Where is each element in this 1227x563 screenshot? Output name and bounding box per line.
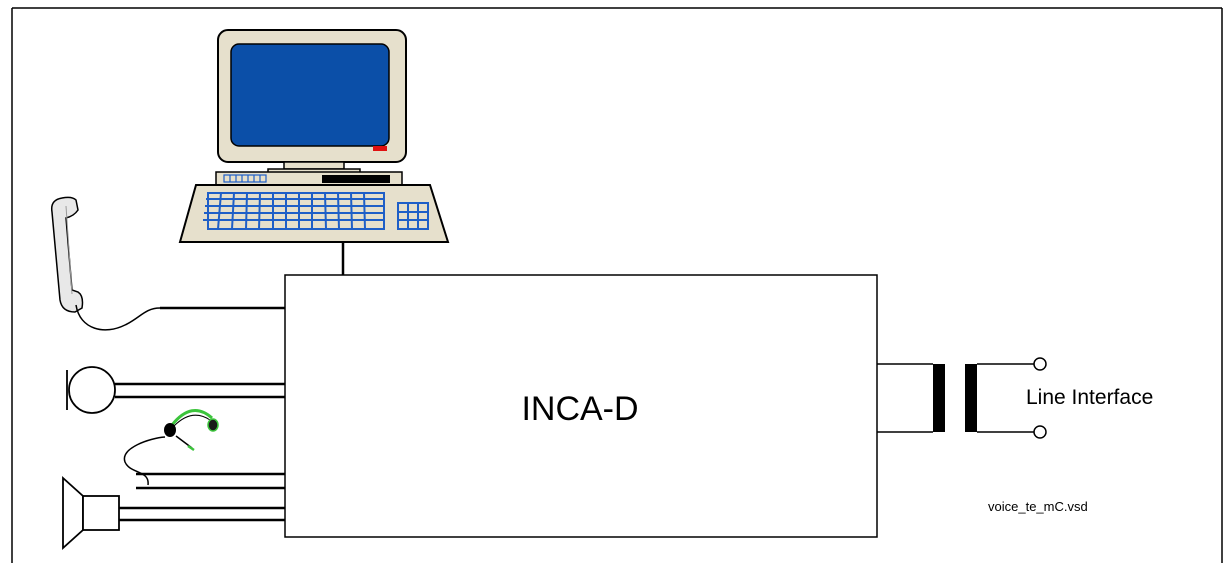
microphone-icon (66, 366, 285, 414)
loudspeaker-icon (62, 475, 285, 551)
headset-icon (123, 409, 285, 490)
file-name-label: voice_te_mC.vsd (988, 499, 1088, 514)
inca-d-box (284, 274, 878, 538)
telephone-handset-icon (50, 196, 285, 331)
line-interface-label: Line Interface (1026, 386, 1153, 409)
transformer-icon (877, 357, 1047, 439)
page-frame (11, 7, 1223, 563)
device-label: INCA-D (521, 390, 638, 428)
computer-icon (178, 29, 450, 275)
